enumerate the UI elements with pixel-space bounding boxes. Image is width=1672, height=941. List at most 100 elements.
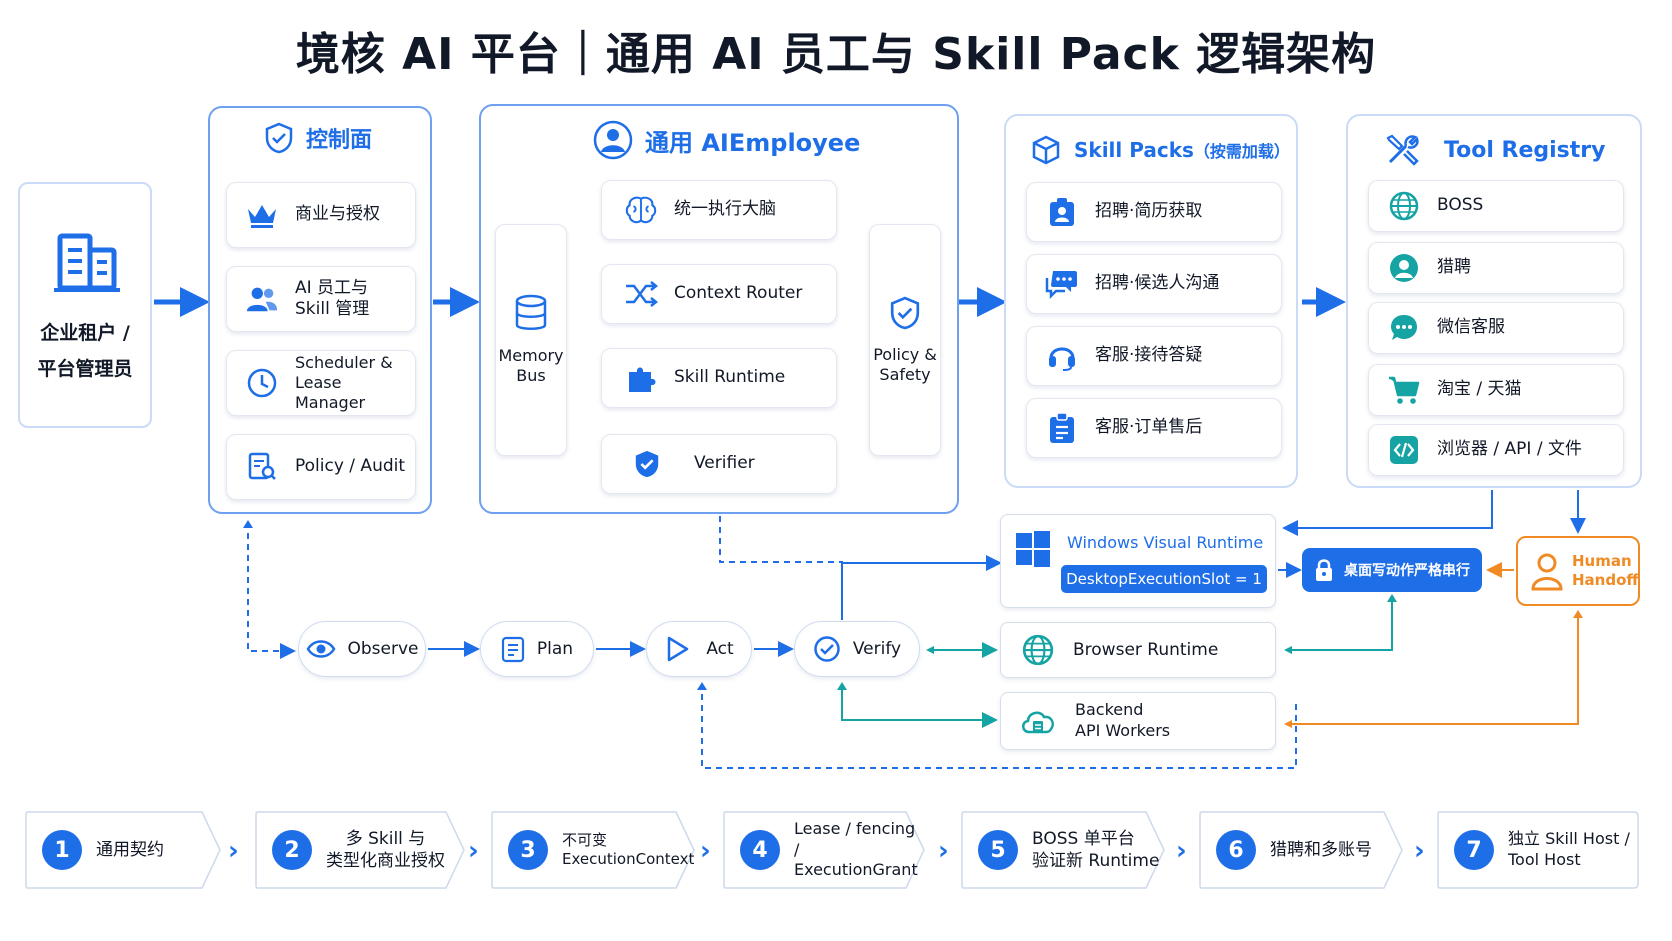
step-6: 6 猎聘和多账号 bbox=[1200, 812, 1400, 888]
human-handoff[interactable]: Human Handoff bbox=[1516, 536, 1640, 606]
tools-icon bbox=[1384, 132, 1420, 168]
policy-safety-label: Policy & Safety bbox=[873, 345, 937, 384]
cloud-server-icon bbox=[1019, 704, 1057, 738]
step-number: 7 bbox=[1454, 830, 1494, 870]
step-label: 通用契约 bbox=[96, 839, 164, 860]
browser-runtime[interactable]: Browser Runtime bbox=[1000, 622, 1276, 678]
backend-workers[interactable]: Backend API Workers bbox=[1000, 692, 1276, 750]
windows-icon bbox=[1015, 531, 1051, 571]
step-label: 不可变 ExecutionContext bbox=[562, 830, 695, 869]
flow-brain[interactable]: 统一执行大脑 bbox=[601, 180, 837, 240]
step-number: 3 bbox=[508, 830, 548, 870]
brain-icon bbox=[624, 193, 658, 227]
flow-label: Skill Runtime bbox=[674, 367, 786, 388]
building-icon bbox=[54, 228, 120, 298]
control-item-commerce[interactable]: 商业与授权 bbox=[226, 182, 416, 248]
flow-label: Verifier bbox=[694, 453, 755, 474]
backend-workers-label: Backend API Workers bbox=[1075, 700, 1171, 740]
control-item-employee-skill[interactable]: AI 员工与 Skill 管理 bbox=[226, 266, 416, 332]
flow-label: Context Router bbox=[674, 283, 803, 304]
page-title: 境核 AI 平台｜通用 AI 员工与 Skill Pack 逻辑架构 bbox=[295, 29, 1377, 80]
control-item-label: Scheduler & Lease Manager bbox=[295, 353, 393, 412]
skill-pack-label: 客服·订单售后 bbox=[1095, 417, 1203, 438]
tenant-line2: 平台管理员 bbox=[37, 358, 133, 380]
loop-plan[interactable]: Plan bbox=[480, 621, 594, 677]
wechat-bubble-icon bbox=[1387, 311, 1421, 345]
loop-label: Act bbox=[706, 639, 734, 659]
cart-icon bbox=[1387, 373, 1421, 407]
database-icon bbox=[514, 294, 548, 336]
clock-icon bbox=[245, 366, 279, 400]
loop-verify[interactable]: Verify bbox=[794, 621, 920, 677]
flow-skill-runtime[interactable]: Skill Runtime bbox=[601, 348, 837, 408]
lock-icon bbox=[1314, 558, 1334, 582]
step-label: 猎聘和多账号 bbox=[1270, 839, 1372, 860]
skill-pack-label: 招聘·候选人沟通 bbox=[1095, 273, 1220, 294]
control-item-label: AI 员工与 Skill 管理 bbox=[295, 277, 370, 319]
tenant-line1: 企业租户 / bbox=[40, 322, 130, 344]
skill-pack-item[interactable]: 招聘·候选人沟通 bbox=[1026, 254, 1282, 314]
loop-act[interactable]: Act bbox=[646, 621, 752, 677]
globe-icon bbox=[1387, 189, 1421, 223]
step-number: 6 bbox=[1216, 830, 1256, 870]
skill-pack-item[interactable]: 招聘·简历获取 bbox=[1026, 182, 1282, 242]
tool-item[interactable]: 淘宝 / 天猫 bbox=[1368, 364, 1624, 416]
control-plane-title: 控制面 bbox=[306, 128, 373, 153]
loop-observe[interactable]: Observe bbox=[298, 621, 426, 677]
person-icon bbox=[1387, 251, 1421, 285]
windows-runtime[interactable]: Windows Visual Runtime DesktopExecutionS… bbox=[1000, 514, 1276, 608]
step-label: BOSS 单平台 验证新 Runtime bbox=[1032, 828, 1160, 871]
tool-item[interactable]: 浏览器 / API / 文件 bbox=[1368, 424, 1624, 476]
check-circle-icon bbox=[813, 635, 841, 663]
tool-label: 浏览器 / API / 文件 bbox=[1437, 439, 1582, 460]
shuffle-icon bbox=[624, 277, 658, 311]
control-item-scheduler[interactable]: Scheduler & Lease Manager bbox=[226, 350, 416, 416]
flow-label: 统一执行大脑 bbox=[674, 199, 776, 220]
flow-context-router[interactable]: Context Router bbox=[601, 264, 837, 324]
step-label: 独立 Skill Host / Tool Host bbox=[1508, 829, 1630, 869]
step-number: 5 bbox=[978, 830, 1018, 870]
step-7: 7 独立 Skill Host / Tool Host bbox=[1438, 812, 1638, 888]
chevron-right-icon: › bbox=[1414, 836, 1425, 866]
headset-icon bbox=[1045, 339, 1079, 373]
control-item-label: 商业与授权 bbox=[295, 204, 380, 225]
step-label: 多 Skill 与 类型化商业授权 bbox=[326, 828, 445, 871]
tool-item[interactable]: 猎聘 bbox=[1368, 242, 1624, 294]
browser-runtime-label: Browser Runtime bbox=[1073, 640, 1219, 660]
flow-verifier[interactable]: Verifier bbox=[601, 434, 837, 494]
loop-label: Verify bbox=[852, 639, 902, 659]
globe-icon bbox=[1021, 633, 1055, 667]
tool-item[interactable]: BOSS bbox=[1368, 180, 1624, 232]
skill-pack-item[interactable]: 客服·接待答疑 bbox=[1026, 326, 1282, 386]
desktop-slot-badge: DesktopExecutionSlot = 1 bbox=[1061, 565, 1267, 593]
control-item-policy[interactable]: Policy / Audit bbox=[226, 434, 416, 500]
windows-runtime-title: Windows Visual Runtime bbox=[1067, 533, 1264, 552]
tool-label: 淘宝 / 天猫 bbox=[1437, 379, 1522, 400]
puzzle-icon bbox=[624, 361, 658, 395]
tool-label: 猎聘 bbox=[1437, 257, 1471, 278]
tenant-box: 企业租户 / 平台管理员 bbox=[18, 182, 152, 428]
chevron-right-icon: › bbox=[938, 836, 949, 866]
serial-write-label: 桌面写动作严格串行 bbox=[1344, 563, 1470, 579]
shield-check-icon bbox=[889, 295, 921, 335]
chevron-right-icon: › bbox=[1176, 836, 1187, 866]
memory-bus[interactable]: Memory Bus bbox=[495, 224, 567, 456]
policy-safety[interactable]: Policy & Safety bbox=[869, 224, 941, 456]
step-number: 1 bbox=[42, 830, 82, 870]
chevron-right-icon: › bbox=[700, 836, 711, 866]
step-label: Lease / fencing / ExecutionGrant bbox=[794, 818, 918, 880]
skill-pack-label: 客服·接待答疑 bbox=[1095, 345, 1203, 366]
step-number: 2 bbox=[272, 830, 312, 870]
chevron-right-icon: › bbox=[468, 836, 479, 866]
shield-check-icon bbox=[630, 447, 664, 481]
tool-item[interactable]: 微信客服 bbox=[1368, 302, 1624, 354]
step-4: 4 Lease / fencing / ExecutionGrant bbox=[724, 812, 924, 888]
clipboard-icon bbox=[1045, 411, 1079, 445]
step-1: 1 通用契约 bbox=[26, 812, 216, 888]
skill-packs-panel: Skill Packs （按需加载） 招聘·简历获取 招聘·候选人沟通 客服·接… bbox=[1004, 114, 1298, 488]
eye-icon bbox=[306, 638, 336, 660]
skill-pack-item[interactable]: 客服·订单售后 bbox=[1026, 398, 1282, 458]
tool-label: BOSS bbox=[1437, 195, 1484, 216]
shield-check-icon bbox=[264, 122, 294, 154]
skill-packs-title: Skill Packs bbox=[1074, 138, 1194, 162]
